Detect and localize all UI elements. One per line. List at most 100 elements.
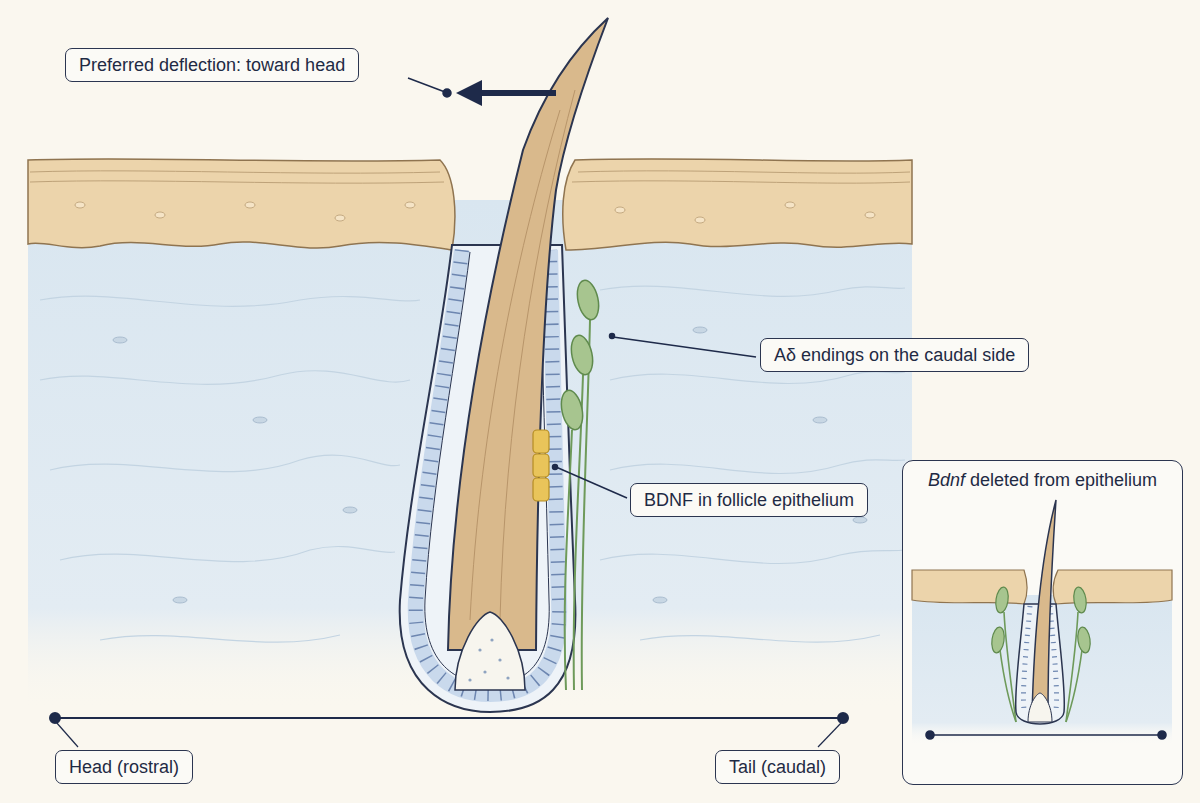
leader-lines-part [610,334,615,339]
leader-lines-part [443,89,451,97]
hair-follicle-part-part [483,670,486,673]
dermis-part-part [610,372,905,384]
hair-follicle-part-part [490,638,493,641]
a-delta-endings-part-part [574,278,602,321]
epidermis-part-part [75,202,85,208]
dermis-part-part [600,550,905,564]
callout-box: Aδ endings on the caudal side [760,338,1029,372]
dermis-part-part [40,371,410,385]
hair-follicle-part-part [506,676,509,679]
dermis-part-part [100,635,340,642]
dermis-part-part [653,597,667,603]
axis-bar-part [818,722,842,747]
dermis-part-part [343,507,357,513]
hair-follicle-part-part [468,678,471,681]
hair-follicle-part-part [478,648,481,651]
dermis-part-part [173,597,187,603]
label-text: Tail (caudal) [729,756,826,778]
inset-illustration-part [1028,693,1052,722]
a-delta-endings-part [565,320,590,690]
leader-lines-part [408,78,445,92]
inset-panel: Bdnf deleted from epithelium [902,460,1183,785]
dermis-part-part [113,337,127,343]
axis-bar-part [50,713,60,723]
leader-lines-part [553,465,558,470]
inset-illustration-part-part [926,731,934,739]
bdnf-cells-part [533,430,549,453]
leader-lines-part [613,337,756,357]
bdnf-cells-part [533,454,549,477]
deflection-arrow-part [456,80,482,106]
deflection-arrow-part [478,90,556,96]
inset-illustration-part [912,570,1027,604]
inset-illustration-part-part [1066,650,1082,722]
dermis-part-part [693,327,707,333]
label-text: Aδ endings on the caudal side [774,344,1015,366]
epidermis-part-part [785,202,795,208]
epidermis-part-part [30,181,444,183]
epidermis-part-part [695,217,705,223]
hair-follicle-part [455,612,525,690]
epidermis-part-part [335,215,345,221]
a-delta-endings-part [558,278,602,431]
epidermis-part-part [30,171,440,173]
epidermis-part [28,159,455,250]
callout-box: Preferred deflection: toward head [65,48,359,82]
dermis-part-part [813,417,827,423]
hair-follicle-part [468,638,509,681]
dermis-part-part [60,547,395,562]
a-delta-endings-part-part [568,333,596,376]
callout-box: BDNF in follicle epithelium [630,483,868,517]
dermis-part-part [50,455,400,471]
epidermis-part-part [865,212,875,218]
leader-lines-part [556,467,627,498]
bdnf-cells-part [533,478,549,501]
hair-follicle-part [470,110,560,620]
inset-illustration-part-part [1066,612,1078,722]
axis-bar [50,713,848,747]
inset-illustration-part-part [1158,731,1166,739]
epidermis-part-part [578,171,910,173]
hair-follicle [400,18,608,712]
label-text: Head (rostral) [69,756,179,778]
axis-bar-part [55,717,843,719]
epidermis-part-part [155,212,165,218]
epidermis-part [30,171,910,183]
label-text: Preferred deflection: toward head [79,54,345,76]
inset-illustration-part-part [930,734,1162,736]
epidermis-part-part [572,181,910,183]
inset-illustration-part-part [1004,612,1016,722]
axis-label-box: Head (rostral) [55,750,193,784]
inset-illustration [902,460,1183,785]
axis-bar-part [838,713,848,723]
inset-illustration-part [926,731,1166,739]
leader-lines [408,78,756,498]
epidermis [28,159,912,250]
panel-title: Bdnf deleted from epithelium [928,469,1157,491]
inset-illustration-part-part [990,626,1006,653]
label-text: BDNF in follicle epithelium [644,489,854,511]
inset-illustration-part-part [994,586,1010,613]
inset-illustration-part [1053,570,1172,604]
epidermis-part [563,159,912,250]
axis-label-box: Tail (caudal) [715,750,840,784]
axis-bar-part [56,722,78,747]
dermis-part-part [853,517,867,523]
bdnf-cells [533,430,549,501]
epidermis-part-part [615,207,625,213]
dermis-part-part [40,296,420,306]
epidermis-part-part [405,202,415,208]
dermis-part-part [640,635,880,642]
a-delta-endings-part-part [558,388,586,431]
hair-follicle-part-part [498,658,501,661]
dermis-part-part [253,417,267,423]
inset-illustration-part-part [1076,626,1092,653]
dermis-part-part [600,286,905,296]
inset-illustration-part [1032,500,1056,715]
epidermis-part-part [245,202,255,208]
epidermis-part [75,202,875,223]
inset-illustration-part [902,460,1183,785]
inset-illustration-part-part [1072,586,1088,613]
